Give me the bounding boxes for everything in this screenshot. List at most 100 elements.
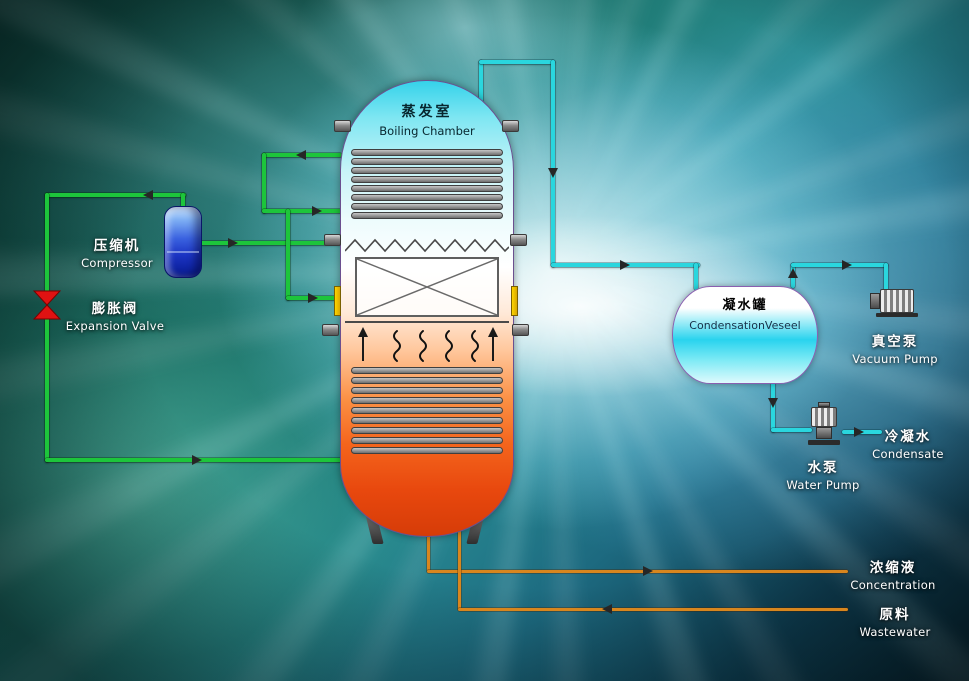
flow-arrow-icon xyxy=(228,238,238,248)
orange-pipe-segment xyxy=(427,570,848,573)
compressor-seam xyxy=(167,251,199,253)
wastewater-label-en: Wastewater xyxy=(859,625,931,639)
orange-pipe-segment xyxy=(458,608,848,611)
green-pipe-segment xyxy=(200,241,342,245)
green-pipe-segment xyxy=(181,193,185,209)
heat-exchanger-tube xyxy=(351,447,503,454)
heat-exchanger-tube xyxy=(351,167,503,174)
sight-glass-right xyxy=(511,286,518,316)
compressor-icon xyxy=(164,206,202,278)
vessel-nozzle xyxy=(512,324,529,336)
cyan-pipe-segment xyxy=(479,60,483,105)
green-pipe-segment xyxy=(262,209,342,213)
demister-zigzag xyxy=(345,238,509,253)
heat-exchanger-tube xyxy=(351,149,503,156)
green-pipe-segment xyxy=(45,193,186,197)
boiling-chamber-label-en: Boiling Chamber xyxy=(379,124,475,138)
condensate-label-zh: 冷凝水 xyxy=(884,429,932,445)
green-pipe-segment xyxy=(262,153,266,213)
cyan-pipe-segment xyxy=(479,60,555,64)
heat-exchanger-tube xyxy=(351,185,503,192)
expansion-valve-label-zh: 膨胀阀 xyxy=(91,301,139,317)
boiling-chamber-title: 蒸发室 Boiling Chamber xyxy=(341,101,513,138)
water-pump-label: 水泵 Water Pump xyxy=(771,456,875,492)
cyan-pipe-segment xyxy=(884,263,888,292)
vacuum-pump-shaft xyxy=(870,293,880,309)
concentration-label: 浓缩液 Concentration xyxy=(838,556,948,592)
water-pump-icon xyxy=(806,402,842,448)
cyan-pipe-segment xyxy=(771,428,812,432)
vessel-nozzle xyxy=(322,324,339,336)
flow-arrow-icon xyxy=(308,293,318,303)
crossed-box-lines xyxy=(356,258,498,316)
tray-line xyxy=(345,321,509,323)
vessel-nozzle xyxy=(324,234,341,246)
heat-exchanger-tube xyxy=(351,158,503,165)
condensation-vessel-label-en: CondensationVeseel xyxy=(689,319,801,332)
heating-coil-bundle-top xyxy=(351,149,503,221)
flow-arrow-icon xyxy=(643,566,653,576)
water-pump-label-en: Water Pump xyxy=(786,478,860,492)
vacuum-pump-base xyxy=(876,313,918,317)
flow-arrow-icon xyxy=(842,260,852,270)
expansion-valve-label: 膨胀阀 Expansion Valve xyxy=(55,297,175,333)
vapor-rise-arrows xyxy=(358,327,498,362)
water-pump-base xyxy=(808,440,840,445)
heat-exchanger-tube xyxy=(351,407,503,414)
heat-exchanger-tube xyxy=(351,397,503,404)
sight-glass-left xyxy=(334,286,341,316)
heat-exchanger-tube xyxy=(351,437,503,444)
boiling-chamber-label-zh: 蒸发室 xyxy=(401,104,453,120)
vacuum-pump-label: 真空泵 Vacuum Pump xyxy=(843,330,947,366)
flow-arrow-icon xyxy=(768,398,778,408)
separator-crossed-box xyxy=(355,257,499,317)
flow-arrow-icon xyxy=(548,168,558,178)
flow-arrow-icon xyxy=(312,206,322,216)
heat-exchanger-tube xyxy=(351,203,503,210)
water-pump-label-zh: 水泵 xyxy=(807,460,839,476)
compressor-label-en: Compressor xyxy=(81,256,153,270)
vacuum-pump-label-en: Vacuum Pump xyxy=(852,352,938,366)
flow-arrow-icon xyxy=(854,427,864,437)
heat-exchanger-tube xyxy=(351,176,503,183)
heat-exchanger-tube xyxy=(351,377,503,384)
orange-pipe-segment xyxy=(427,530,430,572)
water-pump-casing xyxy=(816,427,832,439)
vacuum-pump-body xyxy=(880,289,914,313)
vacuum-pump-label-zh: 真空泵 xyxy=(871,334,919,350)
heat-exchanger-tube xyxy=(351,417,503,424)
heat-exchanger-tube xyxy=(351,194,503,201)
vacuum-pump-icon xyxy=(870,286,922,318)
cyan-pipe-segment xyxy=(791,263,888,267)
green-pipe-segment xyxy=(286,209,290,300)
heat-exchanger-tube xyxy=(351,212,503,219)
flow-arrow-icon xyxy=(143,190,153,200)
orange-pipe-segment xyxy=(458,530,461,610)
vessel-nozzle xyxy=(502,120,519,132)
concentration-label-en: Concentration xyxy=(850,578,936,592)
expansion-valve-label-en: Expansion Valve xyxy=(65,319,165,333)
condensate-label: 冷凝水 Condensate xyxy=(856,425,960,461)
wastewater-label: 原料 Wastewater xyxy=(840,603,950,639)
flow-arrow-icon xyxy=(788,268,798,278)
compressor-label: 压缩机 Compressor xyxy=(65,234,169,270)
wastewater-label-zh: 原料 xyxy=(879,607,911,623)
compressor-label-zh: 压缩机 xyxy=(93,238,141,254)
heat-exchanger-tube xyxy=(351,367,503,374)
flow-arrow-icon xyxy=(620,260,630,270)
heat-exchanger-tube xyxy=(351,387,503,394)
water-pump-cap xyxy=(818,402,830,407)
vessel-nozzle xyxy=(334,120,351,132)
expansion-valve-icon xyxy=(33,290,61,320)
water-pump-motor xyxy=(811,407,837,427)
heating-coil-bundle-bottom xyxy=(351,367,503,457)
concentration-label-zh: 浓缩液 xyxy=(869,560,917,576)
flow-arrow-icon xyxy=(602,604,612,614)
green-pipe-segment xyxy=(45,318,49,462)
heat-exchanger-tube xyxy=(351,427,503,434)
cyan-pipe-segment xyxy=(694,263,698,290)
green-pipe-segment xyxy=(45,193,49,292)
condensation-vessel: 凝水罐 CondensationVeseel xyxy=(672,286,818,384)
vessel-nozzle xyxy=(510,234,527,246)
